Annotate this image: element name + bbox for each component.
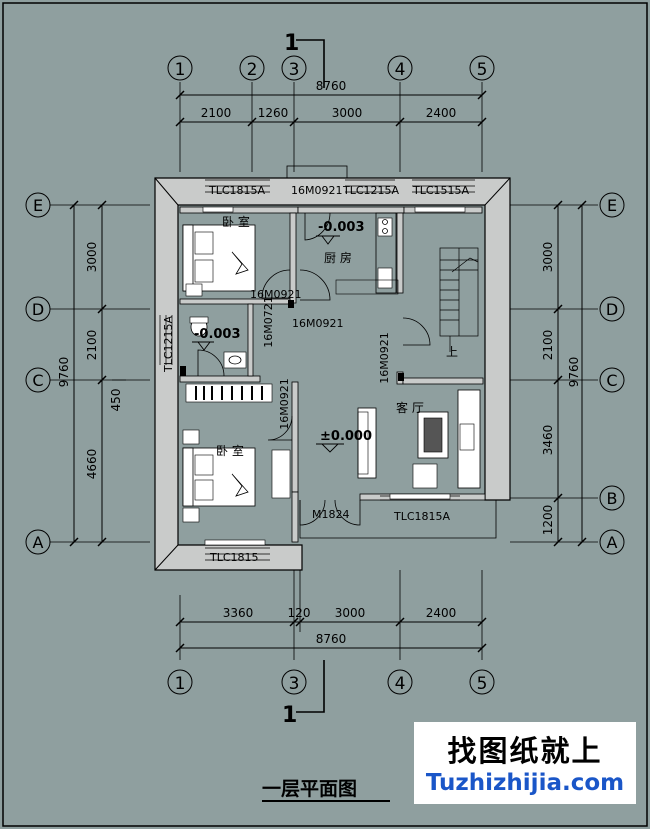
axis-right-E: E — [607, 196, 617, 215]
dim-bottom-total: 8760 — [316, 632, 347, 646]
dim-top-seg-2: 1260 — [258, 106, 289, 120]
bottom-dimensions: 3360 120 3000 2400 8760 — [175, 570, 487, 660]
level-living: ±0.000 — [320, 429, 372, 444]
axis-top-4: 4 — [395, 60, 406, 80]
window-symbols — [159, 179, 475, 561]
axis-right-A: A — [607, 533, 618, 552]
level-kitchen: -0.003 — [318, 220, 365, 235]
door-label-6: 16M0921 — [278, 378, 291, 429]
room-living: 客 厅 — [396, 400, 424, 415]
door-labels: 16M0921 16M0921 16M0721 16M0921 16M0921 … — [250, 184, 391, 521]
watermark-url: Tuzhizhijia.com — [425, 770, 625, 796]
window-label-5: TLC1815A — [393, 510, 451, 523]
dim-top-total: 8760 — [316, 79, 347, 93]
dim-bottom-seg-1: 3360 — [223, 606, 254, 620]
axis-right-C: C — [606, 371, 617, 390]
dim-right-seg-2: 2100 — [541, 330, 555, 361]
dim-right-seg-3: 3460 — [541, 425, 555, 456]
left-dimensions: 3000 2100 4660 9760 450 — [50, 200, 150, 547]
door-label-1: 16M0921 — [291, 184, 342, 197]
watermark-text-cn: 找图纸就上 — [447, 734, 603, 768]
axis-top-2: 2 — [247, 60, 258, 80]
axis-left-D: D — [32, 300, 44, 319]
dim-top-seg-3: 3000 — [332, 106, 363, 120]
room-labels: 卧 室 厨 房 卧 室 客 厅 上 — [216, 214, 458, 458]
axis-right-D: D — [606, 300, 618, 319]
axis-top-5: 5 — [477, 60, 488, 80]
section-label-top: 1 — [284, 31, 299, 56]
window-label-2: TLC1215A — [342, 184, 400, 197]
axis-top-1: 1 — [175, 60, 186, 80]
door-label-2: 16M0921 — [250, 288, 301, 301]
top-axis-bubbles: 1 2 3 4 5 — [167, 55, 495, 81]
door-label-5: 16M0921 — [378, 332, 391, 383]
axis-bottom-4: 4 — [395, 674, 406, 694]
axis-top-3: 3 — [289, 60, 300, 80]
watermark-box: 找图纸就上 Tuzhizhijia.com — [414, 722, 636, 804]
dim-left-seg-1: 3000 — [85, 242, 99, 273]
dim-left-seg-3: 4660 — [85, 449, 99, 480]
right-dimensions: 3000 2100 3460 1200 9760 — [510, 200, 598, 547]
dim-bottom-seg-2: 120 — [288, 606, 311, 620]
dim-left-seg-2: 2100 — [85, 330, 99, 361]
dim-top-seg-4: 2400 — [426, 106, 457, 120]
window-label-3: TLC1515A — [412, 184, 470, 197]
section-mark-top: 1 — [284, 31, 325, 88]
door-label-4: 16M0921 — [292, 317, 343, 330]
dim-left-offset: 450 — [109, 389, 123, 412]
drawing-title-group: 一层平面图 — [262, 778, 390, 802]
window-labels: TLC1815A TLC1215A TLC1515A TLC1215A TLC1… — [162, 184, 470, 564]
furniture — [180, 212, 481, 523]
bottom-axis-bubbles: 1 3 4 5 — [167, 669, 495, 695]
dim-left-total: 9760 — [57, 357, 71, 388]
room-stair-up: 上 — [446, 345, 458, 359]
dim-right-total: 9760 — [567, 357, 581, 388]
door-swings — [197, 165, 431, 526]
axis-left-C: C — [32, 371, 43, 390]
drawing-title: 一层平面图 — [262, 778, 357, 800]
right-axis-bubbles: E D C B A — [599, 192, 625, 555]
axis-bottom-1: 1 — [175, 674, 186, 694]
dim-right-seg-4: 1200 — [541, 505, 555, 536]
section-label-bottom: 1 — [282, 703, 297, 728]
level-bathroom: -0.003 — [194, 327, 241, 342]
axis-left-E: E — [33, 196, 43, 215]
dim-right-seg-1: 3000 — [541, 242, 555, 273]
dim-bottom-seg-3: 3000 — [335, 606, 366, 620]
room-bedroom-top: 卧 室 — [222, 214, 250, 229]
level-labels: -0.003 -0.003 ±0.000 — [194, 220, 372, 444]
door-label-7: M1824 — [312, 508, 350, 521]
axis-bottom-5: 5 — [477, 674, 488, 694]
left-axis-bubbles: E D C A — [25, 192, 51, 555]
window-label-1: TLC1815A — [208, 184, 266, 197]
axis-left-A: A — [33, 533, 44, 552]
axis-right-B: B — [607, 489, 618, 508]
section-mark-bottom: 1 — [282, 660, 325, 728]
top-dimensions: 8760 2100 1260 3000 2400 — [175, 79, 487, 172]
window-label-4: TLC1215A — [162, 316, 175, 374]
room-kitchen: 厨 房 — [324, 250, 352, 265]
level-markers — [192, 235, 344, 453]
window-label-6: TLC1815 — [209, 551, 259, 564]
door-label-3: 16M0721 — [262, 296, 275, 347]
room-bedroom-bottom: 卧 室 — [216, 443, 244, 458]
dim-bottom-seg-4: 2400 — [426, 606, 457, 620]
dim-top-seg-1: 2100 — [201, 106, 232, 120]
axis-bottom-3: 3 — [289, 674, 300, 694]
